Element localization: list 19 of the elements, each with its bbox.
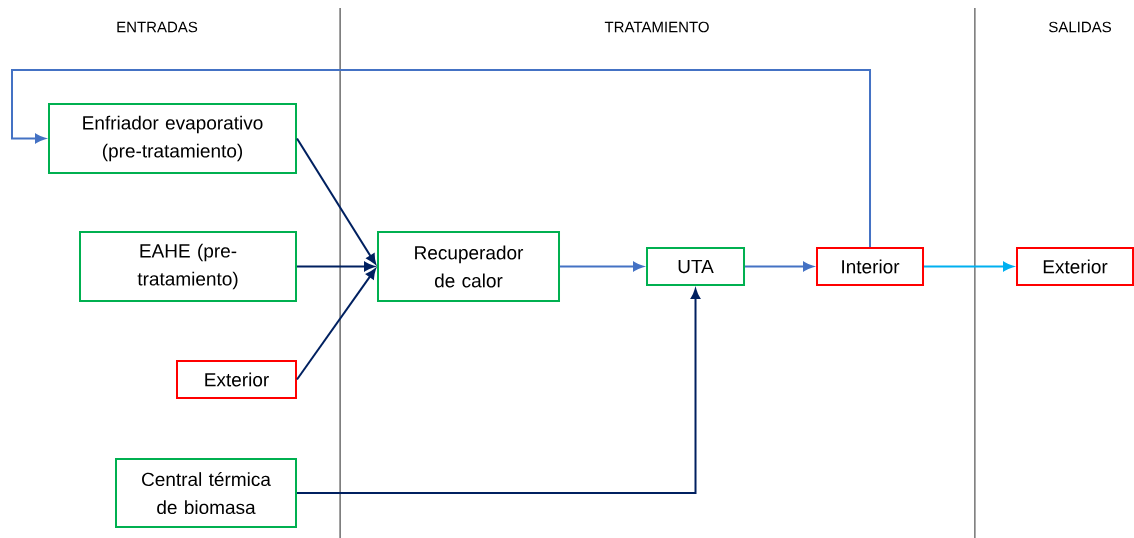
section-heading: SALIDAS bbox=[1049, 21, 1111, 33]
section-heading: ENTRADAS bbox=[117, 21, 198, 33]
arrow bbox=[559, 261, 644, 272]
arrow bbox=[923, 261, 1014, 272]
process-box: EAHE (pre-tratamiento) bbox=[79, 231, 297, 302]
arrow bbox=[744, 261, 814, 272]
arrow bbox=[296, 261, 375, 272]
section-heading: TRATAMIENTO bbox=[604, 21, 709, 33]
arrow bbox=[296, 288, 701, 494]
process-box: Recuperador de calor bbox=[377, 231, 560, 302]
process-box: UTA bbox=[646, 247, 745, 286]
arrow bbox=[296, 268, 376, 381]
process-box: Exterior bbox=[1016, 247, 1134, 286]
arrow bbox=[11, 69, 871, 248]
process-box: Central térmica de biomasa bbox=[115, 458, 297, 528]
process-box: Interior bbox=[816, 247, 924, 286]
process-box: Enfriador evaporativo (pre-tratamiento) bbox=[48, 103, 297, 174]
process-box: Exterior bbox=[176, 360, 297, 399]
arrow bbox=[296, 137, 377, 265]
